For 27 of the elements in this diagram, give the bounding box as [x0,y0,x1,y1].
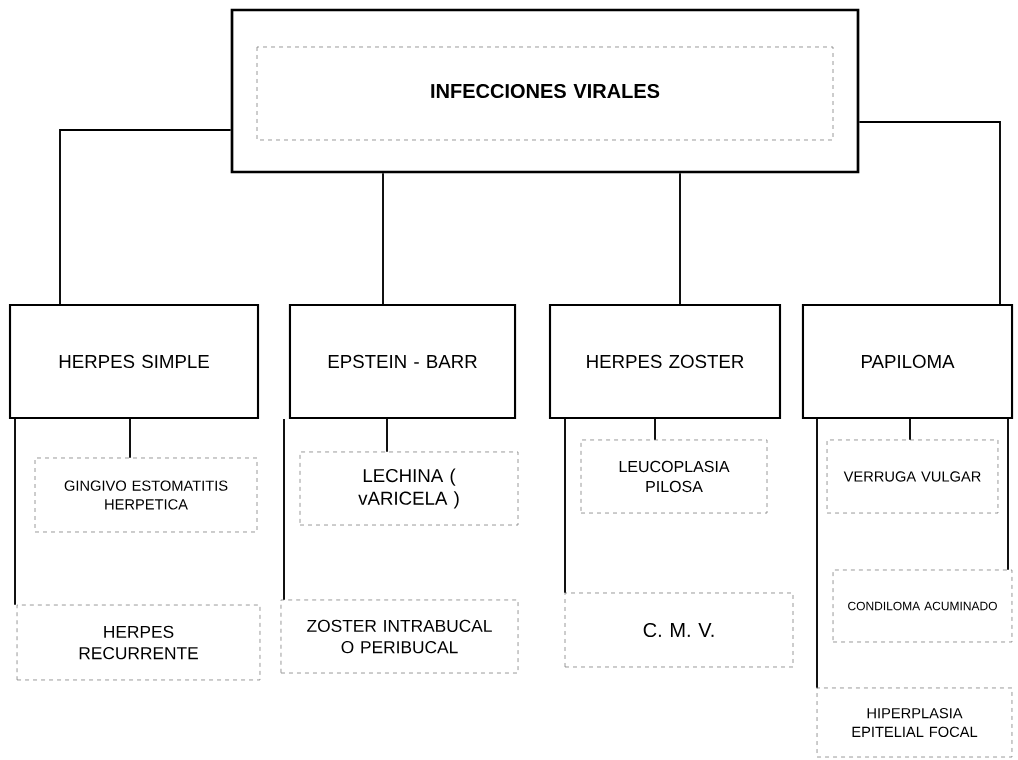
connector-line [382,172,384,305]
connector-line [283,418,285,601]
connector-line [909,418,911,441]
disease-box: LEUCOPLASIA PILOSA [580,439,768,514]
disease-box: ZOSTER INTRABUCAL O PERIBUCAL [280,599,519,674]
disease-box: LECHINA ( vARICELA ) [299,451,519,526]
disease-box: HERPES RECURRENTE [16,604,261,681]
connector-line [1007,418,1009,571]
connector-line [654,418,656,441]
disease-box: VERRUGA VULGAR [826,439,999,514]
connector-line [386,418,388,453]
connector-line [129,418,131,459]
connector-line [858,121,1001,305]
disease-box: C. M. V. [564,592,794,668]
disease-box: GINGIVO ESTOMATITIS HERPETICA [34,457,258,533]
connector-line [679,172,681,305]
category-box: EPSTEIN - BARR [288,303,517,420]
title-box: INFECCIONES VIRALES [230,8,860,174]
category-box: PAPILOMA [801,303,1014,420]
connector-line [59,129,232,305]
connector-line [14,418,16,606]
connector-line [816,418,818,689]
disease-box: CONDILOMA ACUMINADO [832,569,1013,643]
category-box: HERPES ZOSTER [548,303,782,420]
disease-box: HIPERPLASIA EPITELIAL FOCAL [816,687,1013,758]
connector-line [564,418,566,594]
category-box: HERPES SIMPLE [8,303,260,420]
